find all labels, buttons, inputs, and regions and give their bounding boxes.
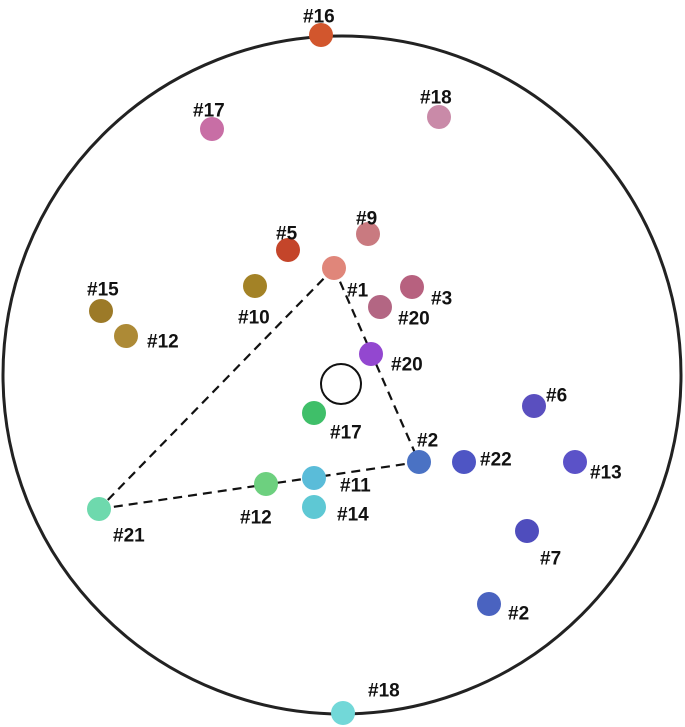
connector-n1-n21 (98, 267, 335, 510)
node-dot-n22 (452, 450, 476, 474)
node-layer: #16 #17 #18 #9 #5 #1 #3 #10 #20 #15 #12 #20 #6 #17 #2 #… (87, 7, 622, 725)
node-label-n18a: #18 (420, 88, 452, 109)
node-label-n18b: #18 (368, 681, 400, 702)
node-dot-n17a (200, 117, 224, 141)
connector-layer (98, 267, 421, 511)
node-label-n5: #5 (276, 224, 298, 245)
node-dot-n12b (254, 472, 278, 496)
node-dot-n14 (302, 495, 326, 519)
node-dot-n18a (427, 105, 451, 129)
node-label-n7: #7 (540, 549, 561, 570)
node-label-n17b: #17 (330, 423, 362, 444)
node-dot-n1 (322, 256, 346, 280)
node-label-n20b: #20 (391, 355, 423, 376)
node-label-n10: #10 (238, 308, 270, 329)
node-dot-n9 (356, 222, 380, 246)
node-dot-n12a (114, 324, 138, 348)
node-label-n11: #11 (340, 476, 371, 497)
node-dot-n6 (522, 394, 546, 418)
node-dot-n16top (309, 23, 333, 47)
node-label-n2b: #2 (508, 604, 529, 625)
node-dot-n15 (89, 299, 113, 323)
node-dot-n17b (302, 401, 326, 425)
node-dot-n10 (243, 274, 267, 298)
node-label-n2a: #2 (417, 431, 438, 452)
connector-n1-n2a (332, 267, 421, 463)
node-label-n21: #21 (113, 526, 145, 547)
node-label-n9: #9 (356, 209, 377, 230)
node-label-n16top: #16 (303, 7, 335, 28)
node-label-n12a: #12 (147, 332, 179, 353)
node-dot-n2a (407, 450, 431, 474)
node-label-n22: #22 (480, 450, 512, 471)
node-label-n6: #6 (546, 386, 567, 407)
node-dot-n21 (87, 497, 111, 521)
node-label-n13: #13 (590, 463, 622, 484)
connector-n21-n2a (98, 460, 420, 511)
node-dot-n3 (400, 275, 424, 299)
node-label-n1: #1 (347, 281, 369, 302)
node-dot-n20b (359, 342, 383, 366)
node-dot-n13 (563, 450, 587, 474)
node-dot-n7 (515, 519, 539, 543)
node-label-n15: #15 (87, 280, 119, 301)
node-label-n17a: #17 (193, 101, 225, 122)
node-dot-n20a (368, 295, 392, 319)
node-dot-n11 (302, 466, 326, 490)
node-label-n3: #3 (431, 289, 452, 310)
node-label-n14: #14 (337, 505, 369, 526)
node-dot-n18b (331, 701, 355, 725)
node-label-n20a: #20 (398, 309, 430, 330)
node-dot-n2b (477, 592, 501, 616)
center-marker (320, 363, 362, 405)
node-dot-n5 (276, 238, 300, 262)
node-label-n12b: #12 (240, 508, 272, 529)
